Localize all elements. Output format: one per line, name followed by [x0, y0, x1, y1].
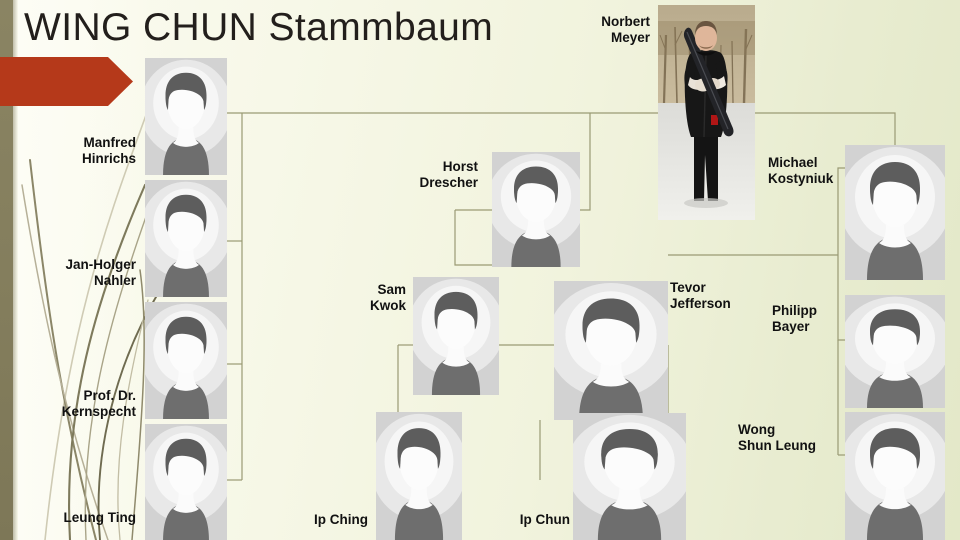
name-label-michael-kostyniuk: Michael Kostyniuk: [768, 155, 834, 186]
name-label-jan-holger-nahler: Jan-Holger Nahler: [65, 257, 136, 288]
name-label-leung-ting: Leung Ting: [63, 510, 137, 525]
photo-wong-shun-leung: [845, 412, 945, 540]
connector-line: [227, 112, 896, 145]
photo-sam-kwok: [413, 277, 499, 395]
photo-ip-ching: [376, 412, 462, 540]
name-label-ip-ching: Ip Ching: [314, 512, 368, 527]
connector-line: [454, 210, 492, 266]
photo-norbert-meyer: [658, 5, 755, 220]
photo-tevor-jefferson: [554, 281, 668, 420]
name-label-sam-kwok: Sam Kwok: [369, 282, 406, 313]
photo-manfred-hinrichs: [145, 58, 227, 175]
name-label-manfred-hinrichs: Manfred Hinrichs: [81, 135, 136, 166]
photo-horst-drescher: [492, 152, 580, 267]
name-label-wong-shun-leung: Wong Shun Leung: [738, 422, 816, 453]
name-label-norbert-meyer: Norbert Meyer: [601, 14, 650, 45]
page-title: WING CHUN Stammbaum: [24, 6, 494, 49]
photo-philipp-bayer: [845, 295, 945, 408]
photo-leung-ting: [145, 424, 227, 540]
photo-ip-chun: [573, 413, 686, 540]
name-label-prof-dr-kernspecht: Prof. Dr. Kernspecht: [61, 388, 136, 419]
name-label-ip-chun: Ip Chun: [519, 512, 570, 527]
photo-prof-dr-kernspecht: [145, 302, 227, 419]
name-label-tevor-jefferson: Tevor Jefferson: [670, 280, 731, 311]
red-arrow-banner: [0, 57, 133, 106]
photo-michael-kostyniuk: [845, 145, 945, 280]
photo-jan-holger-nahler: [145, 180, 227, 297]
name-label-horst-drescher: Horst Drescher: [419, 159, 478, 190]
left-accent-band: [0, 0, 13, 540]
left-accent-band-shadow: [13, 0, 18, 540]
name-label-philipp-bayer: Philipp Bayer: [772, 303, 817, 334]
